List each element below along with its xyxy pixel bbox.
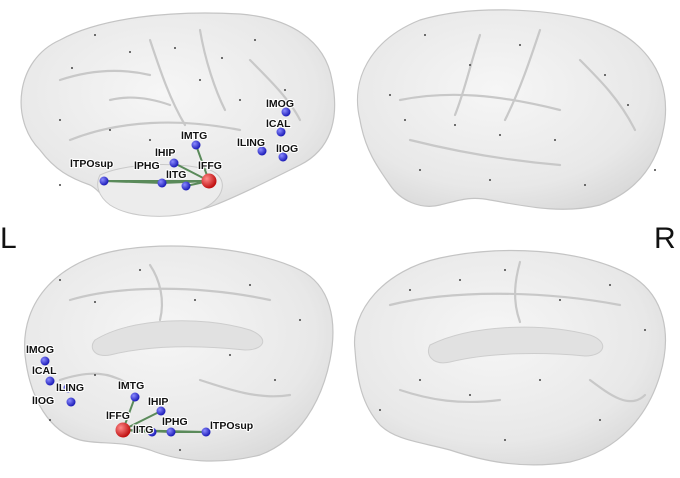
node-label: lFFG [106,410,130,422]
node-label: lTPOsup [70,158,113,170]
node-label: lHIP [148,396,168,408]
sulci [58,263,292,398]
network-node [147,427,157,437]
sulci [388,260,647,404]
right-hemisphere-label: R [654,222,676,255]
node-label: lLING [237,137,265,149]
small-dots [389,34,656,186]
sulci [58,28,302,142]
network-node [191,140,201,150]
brain-surface [356,9,667,210]
node-label: lCAL [32,365,57,377]
node-label: lCAL [266,118,291,130]
node-label: lHIP [155,147,175,159]
sulci [398,28,637,167]
network-node [66,397,76,407]
node-label: lMTG [181,130,207,142]
brain-surface [353,249,666,466]
node-label: lLING [56,382,84,394]
node-label: lMTG [118,380,144,392]
node-labels: lMOG lCAL lLING lIOG lMTG lHIP lFFG lPHG… [25,343,254,437]
brain-right-lateral-view [356,9,667,210]
network-node [156,406,166,416]
hub-node [115,422,131,438]
hub-node [201,173,217,189]
network-node [166,427,176,437]
node-label: lMOG [266,98,294,110]
small-dots [379,269,646,441]
node-label: lPHG [134,160,160,172]
corpus-callosum [427,326,603,364]
network-node [63,383,73,393]
corpus-callosum [91,320,263,357]
brain-surface [24,245,334,462]
network-node [157,178,167,188]
node-label: lPHG [162,416,188,428]
network-node [99,176,109,186]
node-label: lMOG [26,344,54,356]
brain-left-medial-view: lMOG lCAL lLING lIOG lMTG lHIP lFFG lPHG… [24,245,334,462]
node-label: lFFG [198,160,222,172]
temporal-lobe [97,164,223,217]
network-node [276,127,286,137]
network-node [257,146,267,156]
network-node [40,356,50,366]
node-labels: lMOG lCAL lLING lIOG lMTG lHIP lPHG lITG… [69,97,299,182]
small-dots [49,269,301,451]
network-node [181,181,191,191]
node-label: lITG [133,424,153,436]
node-label: lIOG [276,143,298,155]
network-node [45,376,55,386]
network-node [281,107,291,117]
network-node [278,152,288,162]
network-node [201,427,211,437]
brain-right-medial-view [353,249,666,466]
left-hemisphere-label: L [0,222,17,255]
node-label: lIOG [32,395,54,407]
node-label: lITG [166,169,186,181]
brain-left-lateral-view: lMOG lCAL lLING lIOG lMTG lHIP lPHG lITG… [20,12,336,217]
network-nodes [99,107,291,191]
network-nodes [40,356,211,438]
node-label: lTPOsup [210,420,253,432]
network-node [130,392,140,402]
network-node [169,158,179,168]
